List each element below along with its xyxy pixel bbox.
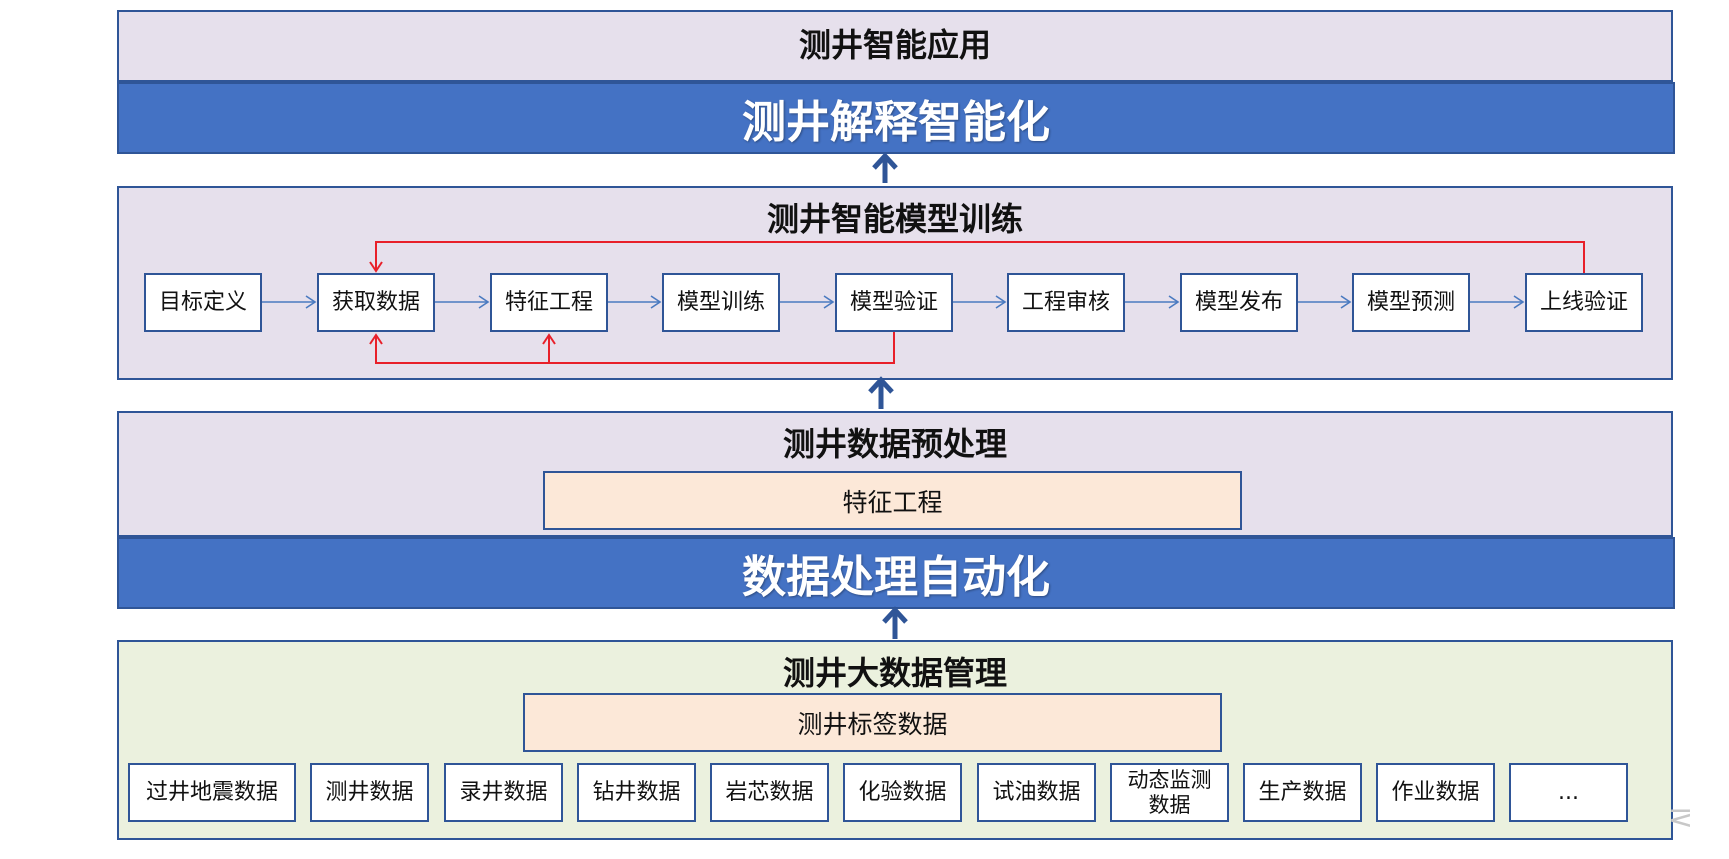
app-panel-title: 测井智能应用 xyxy=(798,26,991,64)
up-arrow-icon xyxy=(868,376,894,409)
data-source-7: 试油数据 xyxy=(977,763,1096,822)
feedback-arrowhead-feature xyxy=(542,333,556,345)
data-source-1: 过井地震数据 xyxy=(128,763,296,822)
data-source-2: 测井数据 xyxy=(310,763,429,822)
flow-arrowhead-3 xyxy=(650,295,662,309)
big-data-management-panel-title: 测井大数据管理 xyxy=(782,654,1007,692)
flow-arrowhead-2 xyxy=(478,295,490,309)
flow-step-1: 目标定义 xyxy=(144,273,262,332)
data-source-5: 岩芯数据 xyxy=(710,763,829,822)
flow-step-2: 获取数据 xyxy=(317,273,435,332)
flow-step-8: 模型预测 xyxy=(1352,273,1470,332)
flow-arrowhead-8 xyxy=(1513,295,1525,309)
data-source-11: ... xyxy=(1509,763,1628,822)
feedback-arrowhead-top xyxy=(369,261,383,273)
feature-engineering-box: 特征工程 xyxy=(543,471,1242,530)
flow-arrowhead-6 xyxy=(1168,295,1180,309)
flow-step-9: 上线验证 xyxy=(1525,273,1643,332)
model-training-panel-title: 测井智能模型训练 xyxy=(766,200,1023,238)
interpretation-intelligence-band: 测井解释智能化 xyxy=(117,82,1675,154)
up-arrow-icon xyxy=(872,152,898,183)
data-preprocess-panel-title: 测井数据预处理 xyxy=(782,425,1007,463)
flow-step-4: 模型训练 xyxy=(662,273,780,332)
data-source-6: 化验数据 xyxy=(843,763,962,822)
flow-step-7: 模型发布 xyxy=(1180,273,1298,332)
feedback-arrowhead-get-data xyxy=(369,333,383,345)
data-source-4: 钻井数据 xyxy=(577,763,696,822)
flow-arrowhead-1 xyxy=(305,295,317,309)
app-panel: 测井智能应用 xyxy=(117,10,1673,82)
flow-arrowhead-7 xyxy=(1340,295,1352,309)
data-source-3: 录井数据 xyxy=(444,763,563,822)
flow-step-6: 工程审核 xyxy=(1007,273,1125,332)
flow-arrowhead-4 xyxy=(823,295,835,309)
flow-step-5: 模型验证 xyxy=(835,273,953,332)
up-arrow-icon xyxy=(882,606,908,639)
feedback-loop-bottom xyxy=(375,332,895,364)
data-source-9: 生产数据 xyxy=(1243,763,1362,822)
flow-arrowhead-5 xyxy=(995,295,1007,309)
data-source-8: 动态监测数据 xyxy=(1110,763,1229,822)
flow-step-3: 特征工程 xyxy=(490,273,608,332)
watermark-glyph: ⋜ xyxy=(1668,800,1694,835)
data-processing-automation-band: 数据处理自动化 xyxy=(117,537,1675,609)
data-source-10: 作业数据 xyxy=(1376,763,1495,822)
label-data-box: 测井标签数据 xyxy=(523,693,1222,752)
feedback-loop-top xyxy=(375,241,1585,273)
